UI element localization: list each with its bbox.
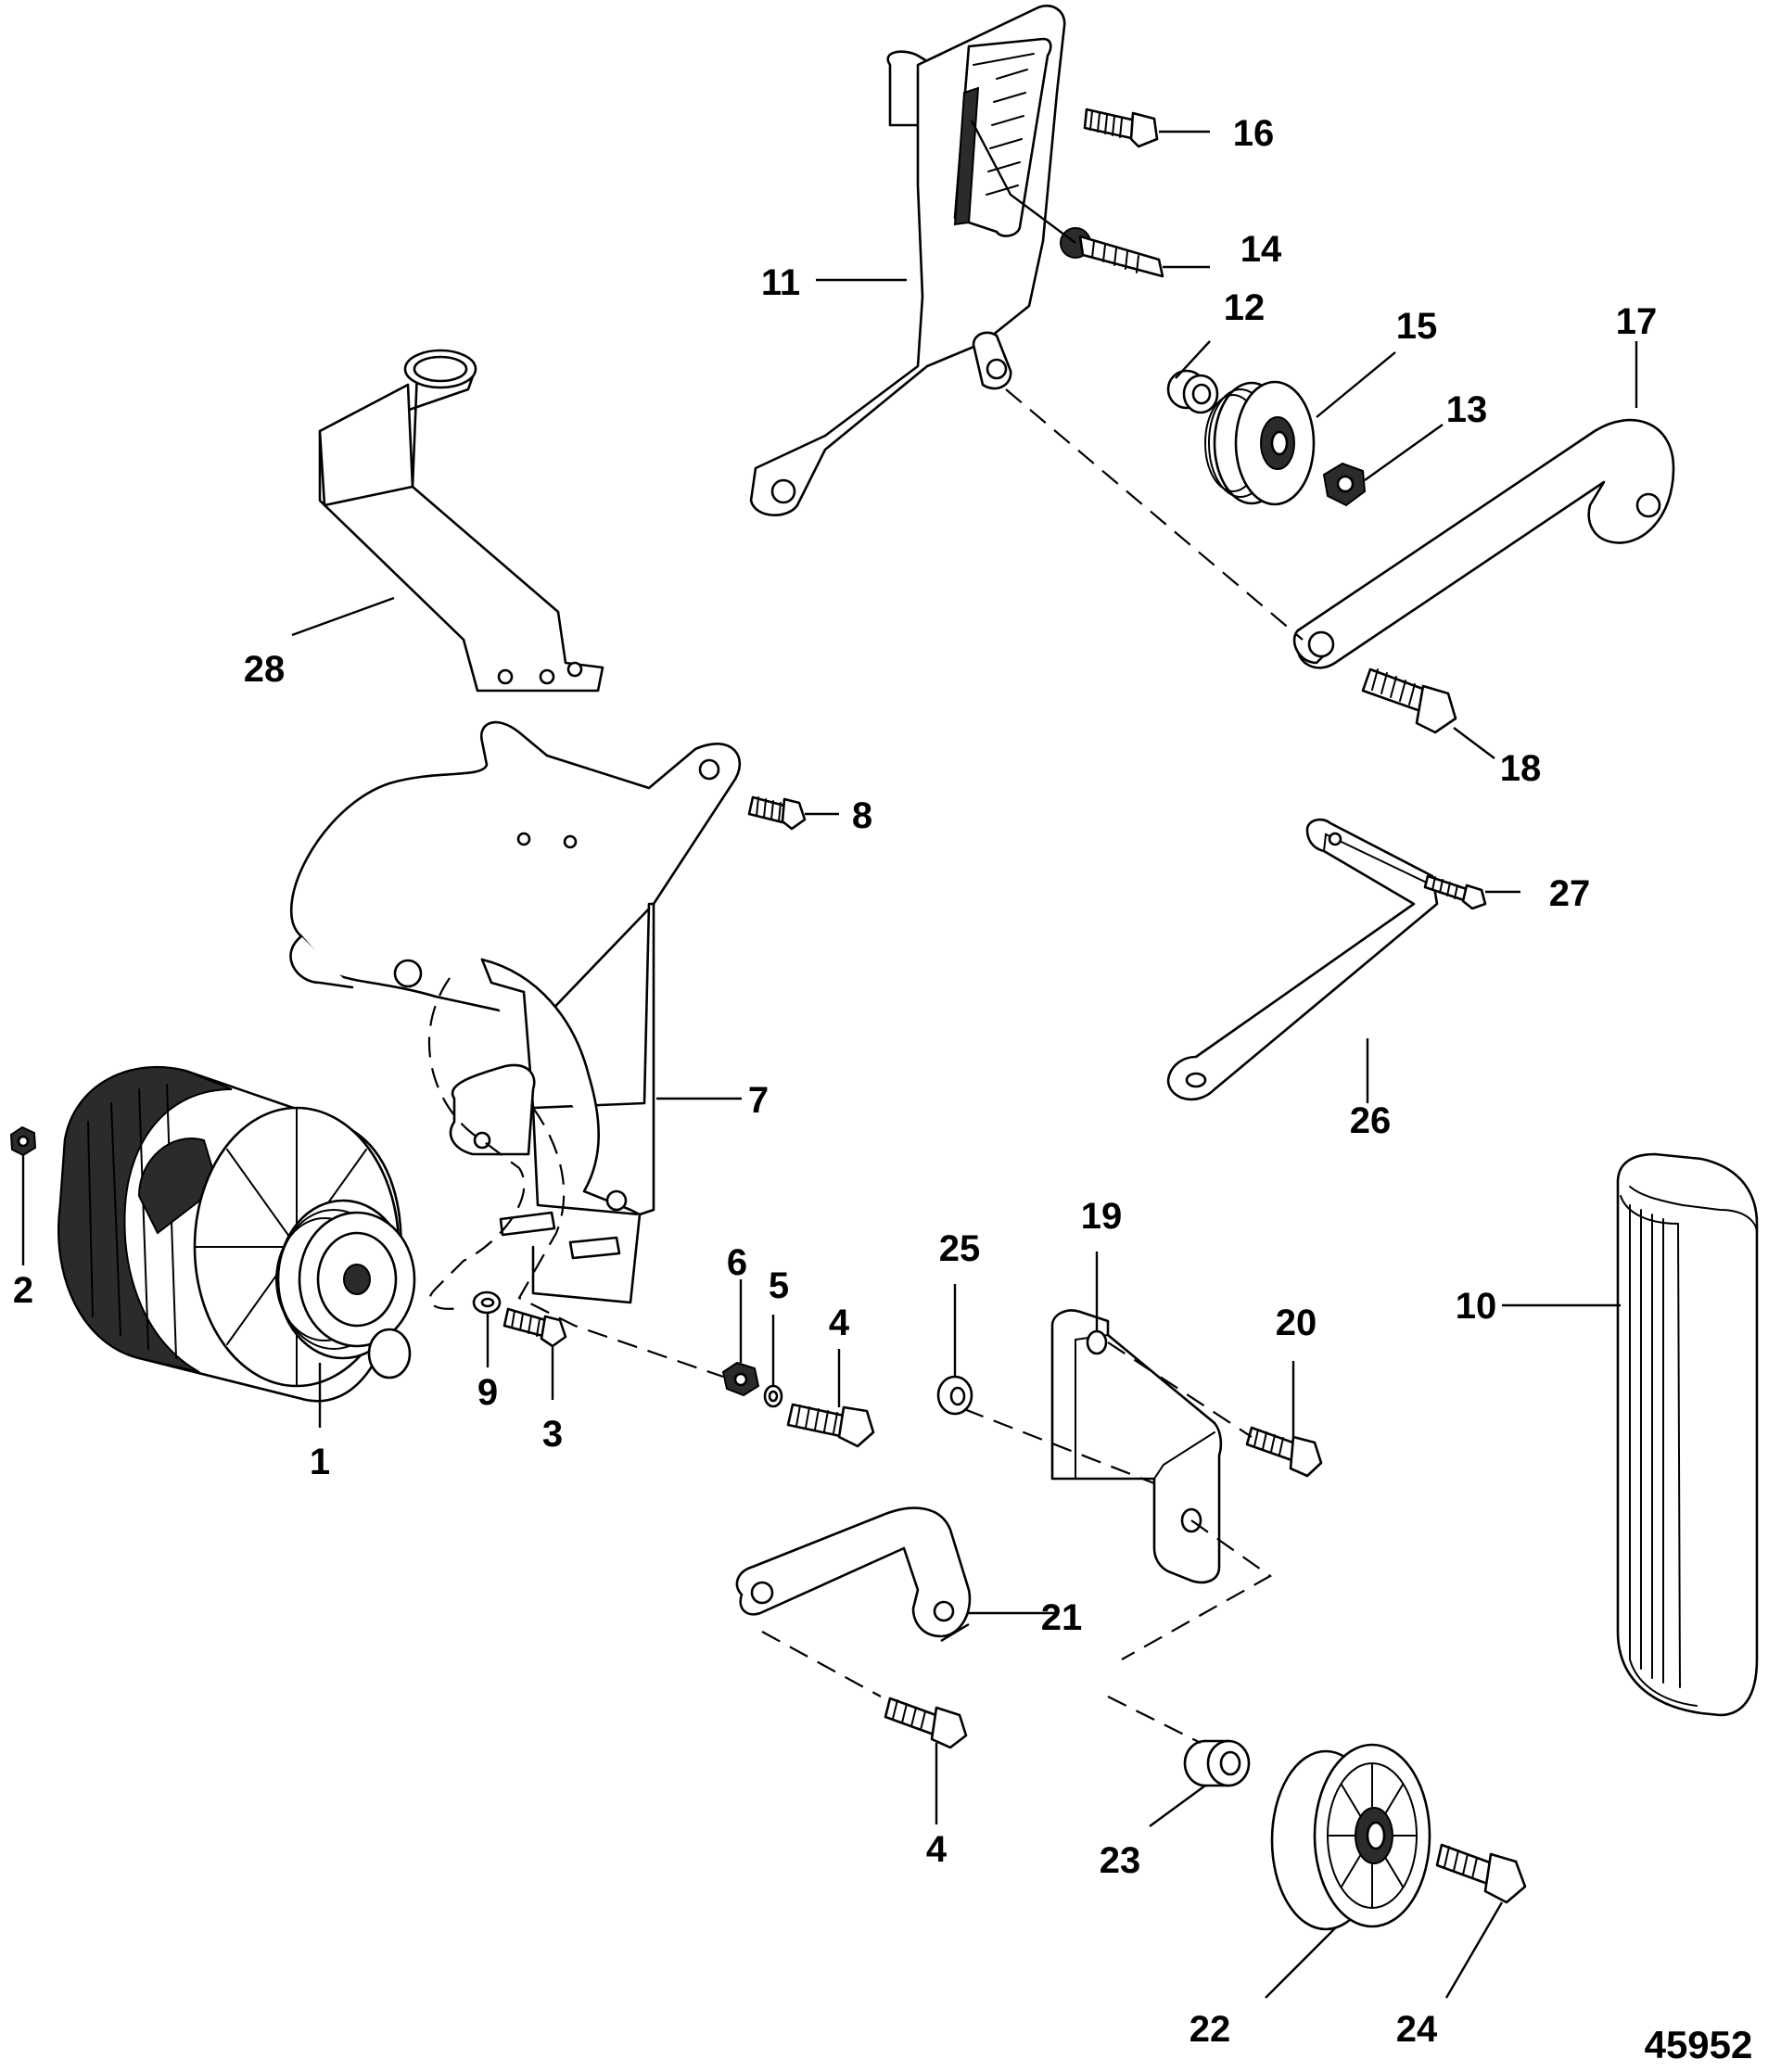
part-3-bolt	[502, 1307, 567, 1348]
part-13-nut	[1322, 462, 1367, 507]
callout-19: 19	[1081, 1196, 1123, 1237]
callout-leader-lines	[21, 120, 1638, 1999]
callout-labels: 1 2 3 9 6 5 4 25 19 20 7 8 10 27 26 11 1…	[13, 113, 1657, 2050]
callout-6: 6	[727, 1242, 747, 1283]
callout-12: 12	[1224, 287, 1266, 328]
part-11-tensioner-bracket	[749, 5, 1066, 516]
part-17-adjusting-arm	[1292, 418, 1675, 669]
callout-5: 5	[769, 1265, 789, 1306]
callout-10: 10	[1456, 1286, 1497, 1327]
callout-20: 20	[1276, 1303, 1317, 1343]
part-10-drive-belt	[1616, 1152, 1759, 1717]
callout-24: 24	[1396, 2009, 1438, 2050]
part-8-bolt	[747, 795, 807, 831]
part-24-bolt	[1435, 1843, 1527, 1904]
part-27-screw	[1423, 874, 1487, 910]
callout-21: 21	[1041, 1597, 1083, 1638]
callout-23: 23	[1100, 1840, 1141, 1881]
callout-17: 17	[1616, 301, 1658, 342]
part-14-screw-star-washer	[1060, 227, 1164, 278]
callout-7: 7	[748, 1080, 769, 1121]
callout-25: 25	[939, 1228, 981, 1269]
callout-14: 14	[1240, 229, 1282, 270]
callout-3: 3	[542, 1414, 563, 1455]
callout-22: 22	[1189, 2009, 1231, 2050]
part-1-alternator	[57, 1065, 416, 1403]
part-25-washer	[936, 1375, 973, 1416]
part-18-bolt	[1361, 667, 1457, 734]
part-15-idler-pulley	[1204, 380, 1316, 506]
part-22-idler-pulley	[1270, 1743, 1431, 1931]
callout-8: 8	[852, 795, 872, 836]
part-21-arm	[735, 1506, 972, 1638]
callout-9: 9	[477, 1372, 498, 1413]
callout-4-upper: 4	[829, 1303, 850, 1343]
part-6-nut	[721, 1361, 760, 1397]
callout-13: 13	[1446, 389, 1488, 430]
part-16-bolt	[1083, 108, 1159, 148]
callout-28: 28	[244, 649, 286, 690]
callout-11: 11	[761, 262, 800, 303]
figure-number: 45952	[1645, 2023, 1753, 2066]
part-23-spacer	[1183, 1739, 1251, 1787]
callout-2: 2	[13, 1270, 33, 1311]
alignment-dashed-lines	[427, 388, 1304, 1744]
part-20-bolt	[1245, 1426, 1323, 1478]
part-5-lock-washer	[763, 1384, 783, 1408]
callout-15: 15	[1396, 306, 1438, 347]
part-2-nut	[9, 1125, 37, 1157]
part-9-washer	[472, 1290, 502, 1315]
callout-16: 16	[1233, 113, 1275, 154]
part-19-bracket	[1050, 1309, 1223, 1584]
callout-1: 1	[310, 1442, 330, 1482]
callout-4-lower: 4	[926, 1829, 948, 1870]
callout-26: 26	[1350, 1100, 1392, 1141]
callout-27: 27	[1549, 873, 1591, 914]
part-28-bracket	[318, 349, 604, 693]
callout-18: 18	[1500, 748, 1542, 789]
part-12-spacer	[1166, 369, 1219, 414]
part-4-bolt-lower	[884, 1697, 968, 1749]
part-4-bolt-upper	[786, 1403, 875, 1448]
part-7-alternator-bracket	[289, 720, 742, 1304]
part-26-brace	[1166, 818, 1439, 1101]
